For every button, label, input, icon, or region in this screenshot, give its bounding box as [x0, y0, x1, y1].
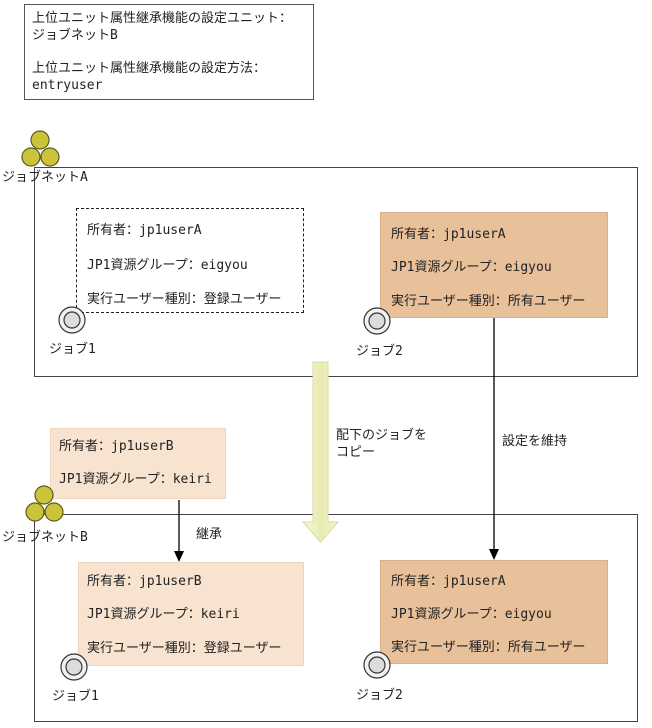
jobnet-a-job2-attributes: 所有者：jp1userA JP1資源グループ：eigyou 実行ユーザー種別：所…: [380, 212, 608, 318]
inherit-label: 継承: [196, 527, 223, 542]
b-job2-exec: 実行ユーザー種別：所有ユーザー: [391, 640, 586, 655]
jobnet-b-icon: [25, 485, 64, 522]
copy-label-2: コピー: [336, 445, 376, 460]
keep-settings-arrow: [489, 318, 499, 560]
job2-group: JP1資源グループ：eigyou: [391, 260, 552, 275]
note-line-3: 上位ユニット属性継承機能の設定方法：: [32, 61, 267, 76]
keep-settings-label: 設定を維持: [502, 434, 568, 449]
jobnet-b-job1-icon: [60, 653, 88, 681]
b-job2-group: JP1資源グループ：eigyou: [391, 607, 552, 622]
b-job1-group: JP1資源グループ：keiri: [87, 607, 240, 622]
job1-group: JP1資源グループ：eigyou: [87, 258, 248, 273]
b-job1-exec: 実行ユーザー種別：登録ユーザー: [87, 641, 282, 656]
note-line-4: entryuser: [32, 78, 103, 93]
jobnet-b-job2-attributes: 所有者：jp1userA JP1資源グループ：eigyou 実行ユーザー種別：所…: [380, 560, 608, 664]
jobnet-b-job1-attributes: 所有者：jp1userB JP1資源グループ：keiri 実行ユーザー種別：登録…: [78, 562, 304, 666]
jobnet-b-job1-label: ジョブ1: [52, 689, 99, 704]
jobnet-b-attributes: 所有者：jp1userB JP1資源グループ：keiri: [50, 428, 226, 499]
jobnet-b-label: ジョブネットB: [2, 530, 88, 545]
b-job2-owner: 所有者：jp1userA: [391, 574, 506, 589]
jobnet-a-job1-icon: [58, 306, 86, 334]
job1-exec: 実行ユーザー種別：登録ユーザー: [87, 292, 282, 307]
jobnet-a-job1-label: ジョブ1: [49, 342, 96, 357]
copy-label-1: 配下のジョブを: [336, 428, 428, 443]
note-line-2: ジョブネットB: [32, 28, 118, 43]
settings-note: 上位ユニット属性継承機能の設定ユニット： ジョブネットB 上位ユニット属性継承機…: [24, 4, 314, 100]
jobnet-a-icon: [21, 130, 60, 167]
job1-owner: 所有者：jp1userA: [87, 223, 202, 238]
note-line-1: 上位ユニット属性継承機能の設定ユニット：: [32, 11, 293, 26]
b-job1-owner: 所有者：jp1userB: [87, 574, 202, 589]
jobnet-a-label: ジョブネットA: [2, 170, 88, 185]
jobnet-b-group: JP1資源グループ：keiri: [59, 472, 212, 487]
inherit-arrow: [174, 500, 184, 562]
jobnet-a-job1-attributes: 所有者：jp1userA JP1資源グループ：eigyou 実行ユーザー種別：登…: [76, 208, 304, 313]
job2-owner: 所有者：jp1userA: [391, 227, 506, 242]
jobnet-a-job2-label: ジョブ2: [356, 344, 403, 359]
jobnet-a-job2-icon: [363, 307, 391, 335]
jobnet-b-job2-label: ジョブ2: [356, 688, 403, 703]
jobnet-b-job2-icon: [363, 651, 391, 679]
job2-exec: 実行ユーザー種別：所有ユーザー: [391, 294, 586, 309]
copy-arrow-icon: [301, 361, 340, 543]
jobnet-b-owner: 所有者：jp1userB: [59, 439, 174, 454]
